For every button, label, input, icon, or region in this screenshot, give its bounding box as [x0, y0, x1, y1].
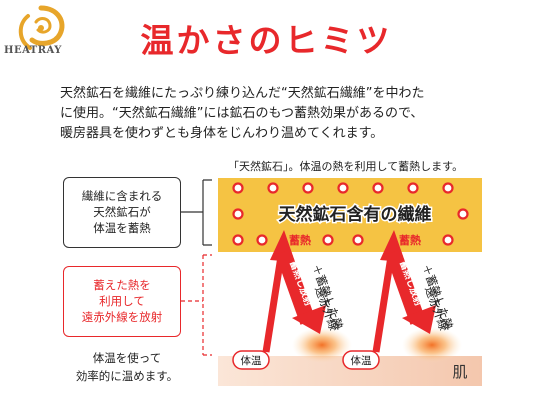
intro-line: 天然鉱石を繊維にたっぷり練り込んだ“天然鉱石繊維”を中わた: [60, 86, 425, 101]
heatray-logo-icon: [18, 5, 65, 50]
page-title: 温かさのヒミツ: [140, 21, 393, 60]
intro-line: 暖房器具を使わずとも身体をじんわり温めてくれます。: [60, 126, 384, 141]
skin-label: 肌: [452, 363, 467, 381]
summary-line: 効率的に温めます。: [75, 369, 179, 383]
intro-line: に使用。“天然鉱石繊維”には鉱石のもつ蓄熱効果があるので、: [60, 106, 424, 121]
radiate-arrow: 蓄熱し放射: [385, 249, 436, 334]
bracket-bottom: [181, 255, 204, 355]
diagram-caption: 「天然鉱石」。体温の熱を利用して蓄熱します。: [228, 160, 464, 173]
radiate-heat-box: 蓄えた熱を 利用して 遠赤外線を放射: [63, 266, 181, 337]
store-heat-line: 天然鉱石が: [93, 205, 151, 219]
intro-text: 天然鉱石を繊維にたっぷり練り込んだ“天然鉱石繊維”を中わた に使用。“天然鉱石繊…: [60, 84, 500, 144]
store-heat-box: 繊維に含まれる 天然鉱石が 体温を蓄熱: [63, 177, 181, 248]
radiate-heat-line: 遠赤外線を放射: [81, 310, 163, 324]
body-temp-label: 体温: [351, 355, 372, 367]
store-label: 蓄熱: [289, 233, 311, 247]
store-heat-line: 体温を蓄熱: [93, 221, 151, 235]
heat-glow: [402, 327, 462, 363]
summary-text: 体温を使って 効率的に温めます。: [63, 349, 191, 385]
body-temp-badge: 体温: [342, 350, 380, 370]
heat-glow: [292, 327, 352, 363]
brand-name: HEATRAY: [4, 45, 62, 56]
fiber-label: 天然鉱石含有の繊維: [279, 204, 432, 225]
store-label: 蓄熱: [399, 233, 421, 247]
bracket-top: [181, 180, 204, 245]
body-temp-badge: 体温: [232, 350, 270, 370]
mineral-dots: [232, 182, 469, 246]
radiate-heat-line: 蓄えた熱を: [93, 278, 151, 292]
store-heat-line: 繊維に含まれる: [81, 189, 163, 203]
radiate-heat-line: 利用して: [99, 294, 145, 308]
summary-line: 体温を使って: [92, 351, 162, 365]
body-temp-label: 体温: [241, 355, 262, 367]
